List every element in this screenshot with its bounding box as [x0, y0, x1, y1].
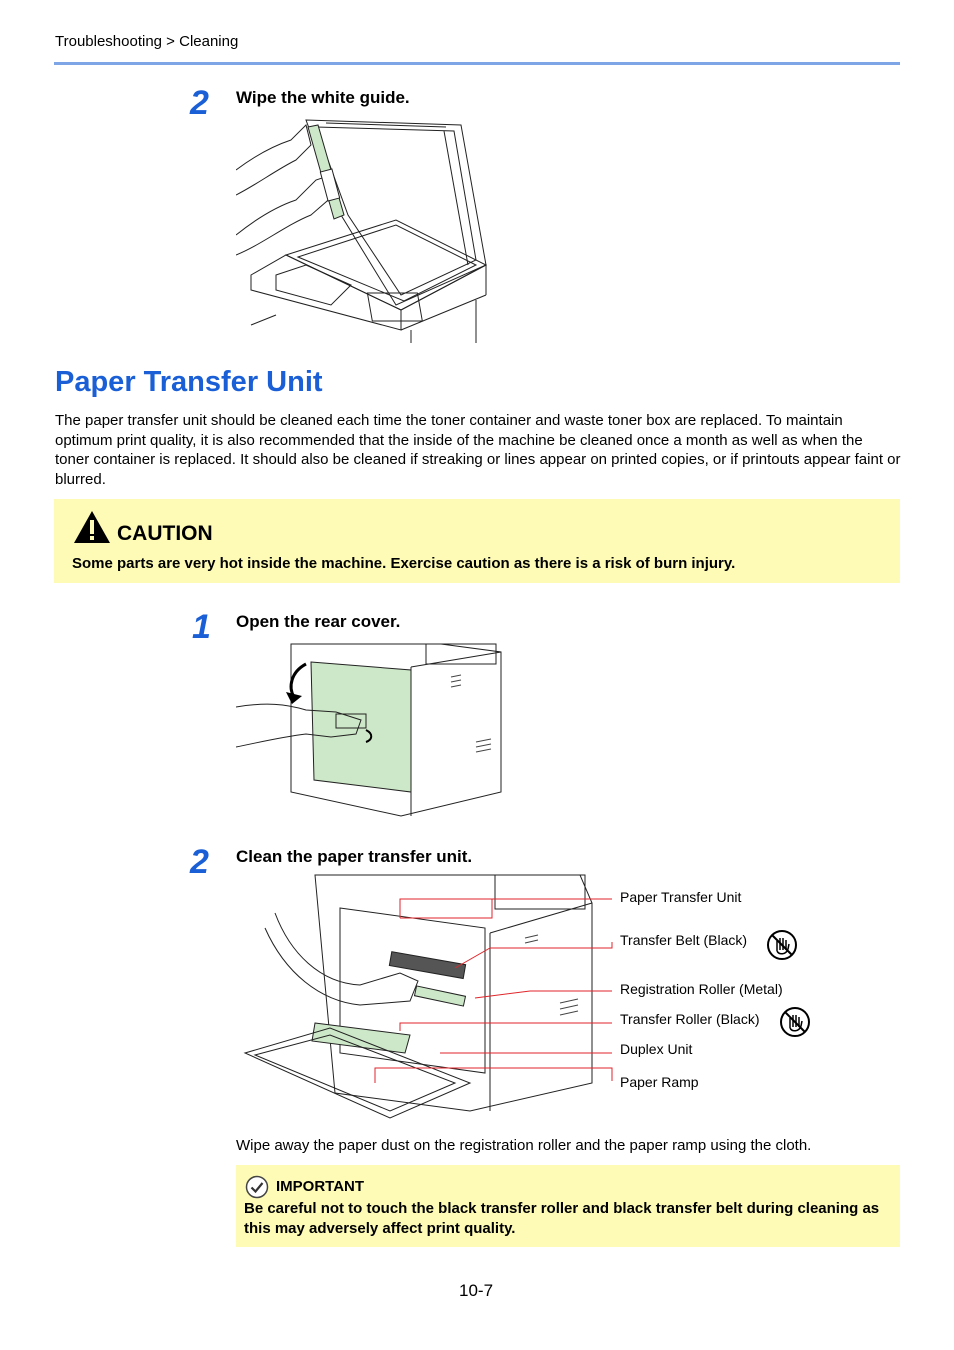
step-title: Wipe the white guide.: [236, 88, 410, 107]
rear-cover-illustration: [236, 643, 502, 817]
step-title: Open the rear cover.: [236, 612, 401, 631]
caution-box: [54, 499, 900, 583]
step-number: 2: [190, 843, 209, 881]
caution-title: CAUTION: [117, 522, 213, 545]
step-number: 2: [190, 84, 209, 122]
callout-paper-ramp: Paper Ramp: [620, 1074, 699, 1090]
callout-transfer-roller: Transfer Roller (Black): [620, 1011, 760, 1027]
breadcrumb: Troubleshooting > Cleaning: [55, 33, 239, 50]
header-divider: [54, 62, 900, 65]
section-body: The paper transfer unit should be cleane…: [55, 412, 901, 488]
scanner-illustration: [236, 119, 488, 343]
step-number: 1: [192, 608, 211, 646]
callout-duplex-unit: Duplex Unit: [620, 1041, 693, 1057]
page-number: 10-7: [459, 1281, 494, 1300]
transfer-unit-illustration: [243, 874, 613, 1119]
important-title: IMPORTANT: [276, 1178, 365, 1195]
instruction-text: Wipe away the paper dust on the registra…: [236, 1137, 812, 1154]
step-title: Clean the paper transfer unit.: [236, 847, 473, 866]
important-text: Be careful not to touch the black transf…: [244, 1200, 880, 1237]
no-touch-icon: [780, 1007, 810, 1037]
caution-text: Some parts are very hot inside the machi…: [72, 555, 736, 572]
important-box: [236, 1165, 900, 1247]
checkmark-icon: [245, 1175, 269, 1199]
section-title: Paper Transfer Unit: [55, 366, 323, 398]
no-touch-icon: [767, 930, 797, 960]
callout-registration-roller: Registration Roller (Metal): [620, 981, 783, 997]
callout-transfer-belt: Transfer Belt (Black): [620, 932, 748, 948]
callout-paper-transfer-unit: Paper Transfer Unit: [620, 889, 742, 905]
warning-icon: [74, 511, 110, 543]
